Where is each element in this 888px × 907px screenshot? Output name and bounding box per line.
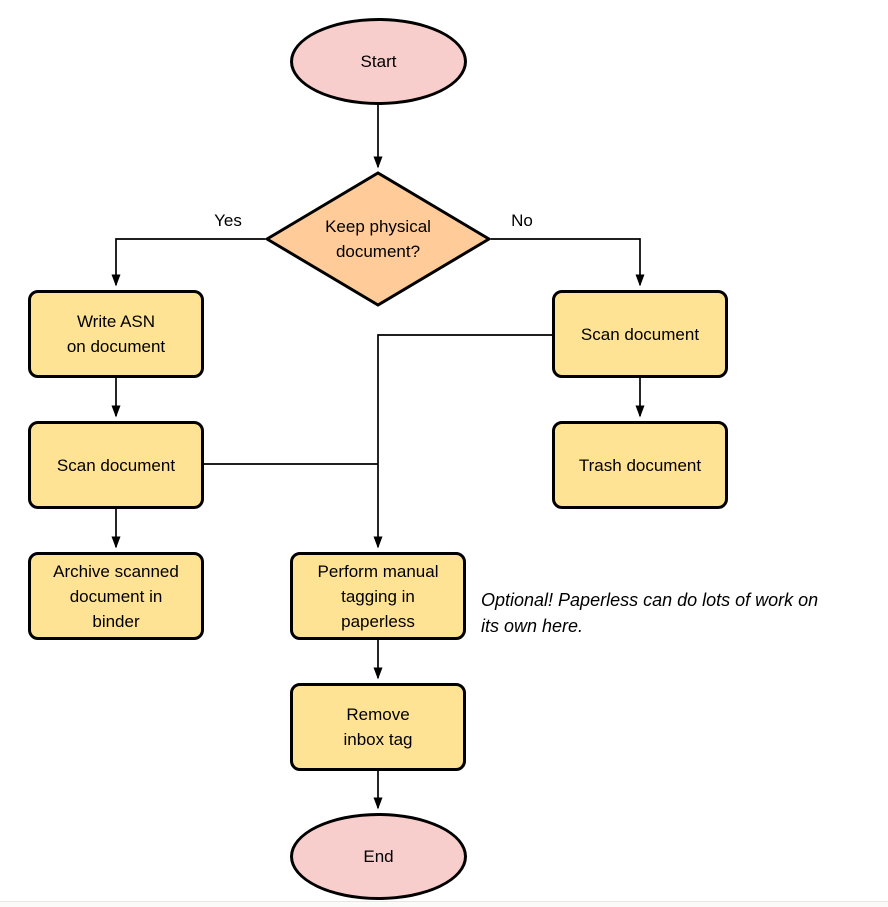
node-archive-binder: Archive scanned document in binder xyxy=(28,552,204,640)
node-archive-binder-label: Archive scanned document in binder xyxy=(53,561,179,631)
edge-label-yes: Yes xyxy=(214,211,242,230)
node-manual-tagging: Perform manual tagging in paperless xyxy=(290,552,466,640)
node-trash-document-label: Trash document xyxy=(578,455,702,475)
node-write-asn-label: Write ASN on document xyxy=(66,312,166,356)
edge-label-no: No xyxy=(511,211,533,230)
node-remove-inbox-tag-label: Remove inbox tag xyxy=(343,705,413,749)
node-start: Start xyxy=(290,18,467,105)
node-remove-inbox-tag: Remove inbox tag xyxy=(290,683,466,771)
node-trash-document: Trash document xyxy=(552,421,728,509)
node-end-label: End xyxy=(363,847,394,866)
node-scan-document-yes: Scan document xyxy=(28,421,204,509)
annotation-optional-paperless: Optional! Paperless can do lots of work … xyxy=(481,590,819,636)
node-scan-document-no-label: Scan document xyxy=(580,324,700,344)
node-manual-tagging-label: Perform manual tagging in paperless xyxy=(317,561,439,631)
edge-decision-no-to-scan xyxy=(491,238,645,287)
node-write-asn: Write ASN on document xyxy=(28,290,204,378)
node-decision-keep-physical: Keep physical document? xyxy=(265,171,491,307)
diamond-shape xyxy=(265,171,491,307)
node-start-label: Start xyxy=(360,52,397,71)
edge-scan-no-to-tagging xyxy=(373,334,552,549)
node-decision-label: Keep physical document? xyxy=(325,217,431,261)
page-bottom-divider xyxy=(0,901,888,907)
edge-decision-yes-to-write-asn xyxy=(111,238,265,287)
node-scan-document-no: Scan document xyxy=(552,290,728,378)
node-end: End xyxy=(290,813,467,900)
node-scan-document-yes-label: Scan document xyxy=(56,455,176,475)
